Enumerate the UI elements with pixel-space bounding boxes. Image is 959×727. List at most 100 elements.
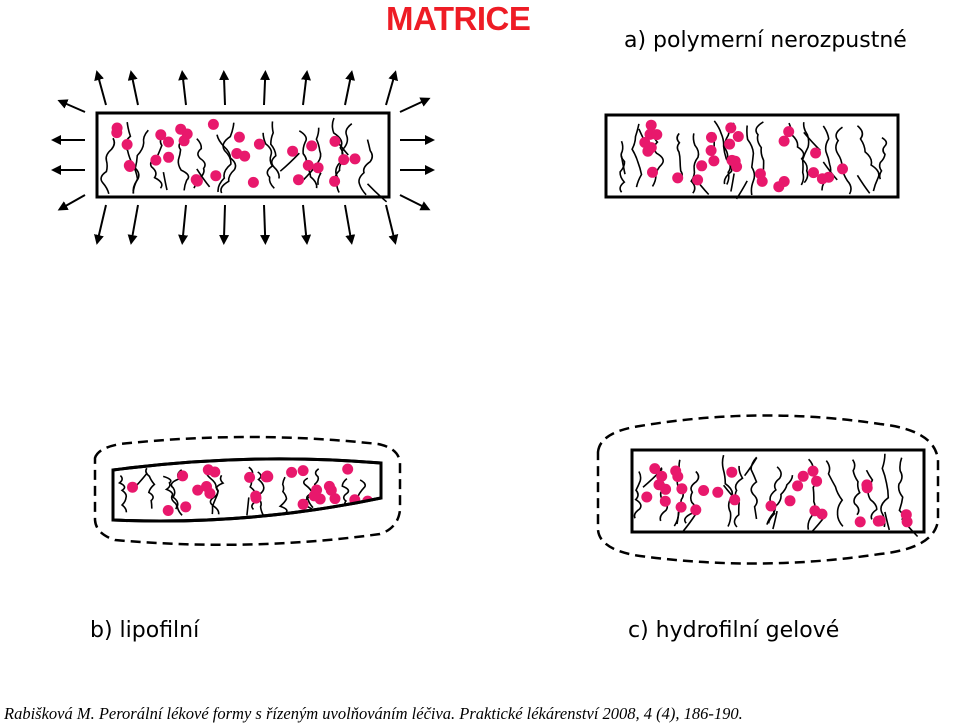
polymer-chain xyxy=(851,459,861,516)
drug-particle xyxy=(765,500,777,512)
drug-particle xyxy=(233,131,245,143)
drug-particle xyxy=(672,172,684,184)
drug-particle xyxy=(705,145,717,156)
polymer-chain xyxy=(162,475,178,510)
drug-particle xyxy=(808,167,819,179)
drug-particle xyxy=(639,137,651,148)
drug-particle xyxy=(712,486,724,498)
polymer-chain xyxy=(298,130,318,189)
drug-particle xyxy=(724,138,736,150)
drug-particle xyxy=(231,148,243,159)
drug-particle xyxy=(297,465,309,477)
drug-particle xyxy=(253,138,265,150)
polymer-branch xyxy=(162,171,168,191)
release-arrow xyxy=(344,204,356,245)
polymer-chain xyxy=(334,123,353,183)
release-arrow xyxy=(399,97,431,113)
page-title: MATRICE xyxy=(386,0,531,37)
polymer-chain xyxy=(132,129,149,194)
release-arrow xyxy=(178,204,189,245)
release-arrow xyxy=(219,204,230,245)
polymer-branch xyxy=(344,507,348,522)
release-arrow xyxy=(219,70,230,106)
drug-particle xyxy=(261,470,273,482)
label-hydrophilic-gel: c) hydrofilní gelové xyxy=(628,618,840,643)
drug-particle xyxy=(302,159,314,171)
drug-particle xyxy=(210,170,222,182)
polymer-chain xyxy=(800,122,810,186)
polymer-chain xyxy=(117,475,128,513)
drug-particle xyxy=(854,516,866,528)
release-arrow xyxy=(399,194,431,211)
polymer-branch xyxy=(279,152,300,172)
release-arrow xyxy=(385,70,399,106)
drug-particle xyxy=(127,481,138,493)
drug-particle xyxy=(729,494,741,506)
polymer-chain xyxy=(746,125,756,196)
drug-particle xyxy=(874,515,886,527)
polymer-chain xyxy=(683,470,700,524)
drug-particle xyxy=(250,492,262,504)
release-arrow xyxy=(94,204,107,245)
matrix-contents xyxy=(633,453,919,538)
drug-particle xyxy=(675,501,687,513)
drug-particle xyxy=(807,465,819,477)
drug-particle xyxy=(163,136,174,148)
release-arrow xyxy=(94,70,107,106)
drug-particle xyxy=(342,463,354,475)
polymer-branch xyxy=(196,168,211,188)
drug-particle xyxy=(784,495,796,507)
drug-particle xyxy=(308,490,320,502)
polymer-chain xyxy=(633,471,642,519)
drug-particle xyxy=(178,135,190,147)
drug-particle xyxy=(698,485,710,496)
drug-particle xyxy=(696,160,708,172)
polymer-chain xyxy=(100,137,116,194)
drug-particle xyxy=(244,471,256,483)
drug-particle xyxy=(773,181,785,193)
polymer-chain xyxy=(865,469,878,520)
matrix-contents xyxy=(100,117,388,203)
drug-particle xyxy=(708,155,720,167)
drug-particle xyxy=(121,139,133,150)
drug-particle xyxy=(797,470,809,482)
matrix-c-hydrophilic-gel xyxy=(596,414,940,565)
polymer-chain xyxy=(721,454,734,527)
polymer-chain xyxy=(880,453,890,528)
polymer-chain xyxy=(723,122,735,185)
polymer-chain xyxy=(211,474,225,515)
polymer-chain xyxy=(897,457,905,524)
drug-particle xyxy=(338,154,350,166)
polymer-chain xyxy=(217,122,235,193)
polymer-branch xyxy=(735,180,748,200)
drug-particle xyxy=(247,176,259,188)
drug-particle xyxy=(287,145,299,157)
drug-particle xyxy=(810,147,822,159)
drug-particle xyxy=(123,160,135,171)
drug-particle xyxy=(823,171,835,183)
drug-particle xyxy=(732,131,744,142)
drug-particle xyxy=(659,495,671,507)
drug-particle xyxy=(726,154,738,166)
drug-particle xyxy=(676,483,688,495)
matrix-b-lipophilic xyxy=(93,435,402,547)
polymer-chain xyxy=(767,475,794,524)
release-arrow xyxy=(57,194,86,211)
matrix-contents xyxy=(619,119,888,200)
drug-particle xyxy=(201,481,212,492)
drug-particle xyxy=(349,153,361,165)
label-polymer-insoluble: a) polymerní nerozpustné xyxy=(624,28,907,53)
polymer-chain xyxy=(358,139,374,196)
polymer-chain xyxy=(750,456,758,520)
polymer-branch xyxy=(884,511,891,531)
polymer-chain xyxy=(766,466,782,525)
polymer-chain xyxy=(177,138,190,191)
polymer-chain xyxy=(269,121,280,179)
drug-particle xyxy=(111,122,123,134)
polymer-branch xyxy=(743,457,758,477)
polymer-branch xyxy=(366,183,388,203)
drug-particle xyxy=(209,466,221,478)
drug-particle xyxy=(190,174,202,186)
drug-particle xyxy=(329,175,341,187)
drug-particle xyxy=(792,480,804,492)
